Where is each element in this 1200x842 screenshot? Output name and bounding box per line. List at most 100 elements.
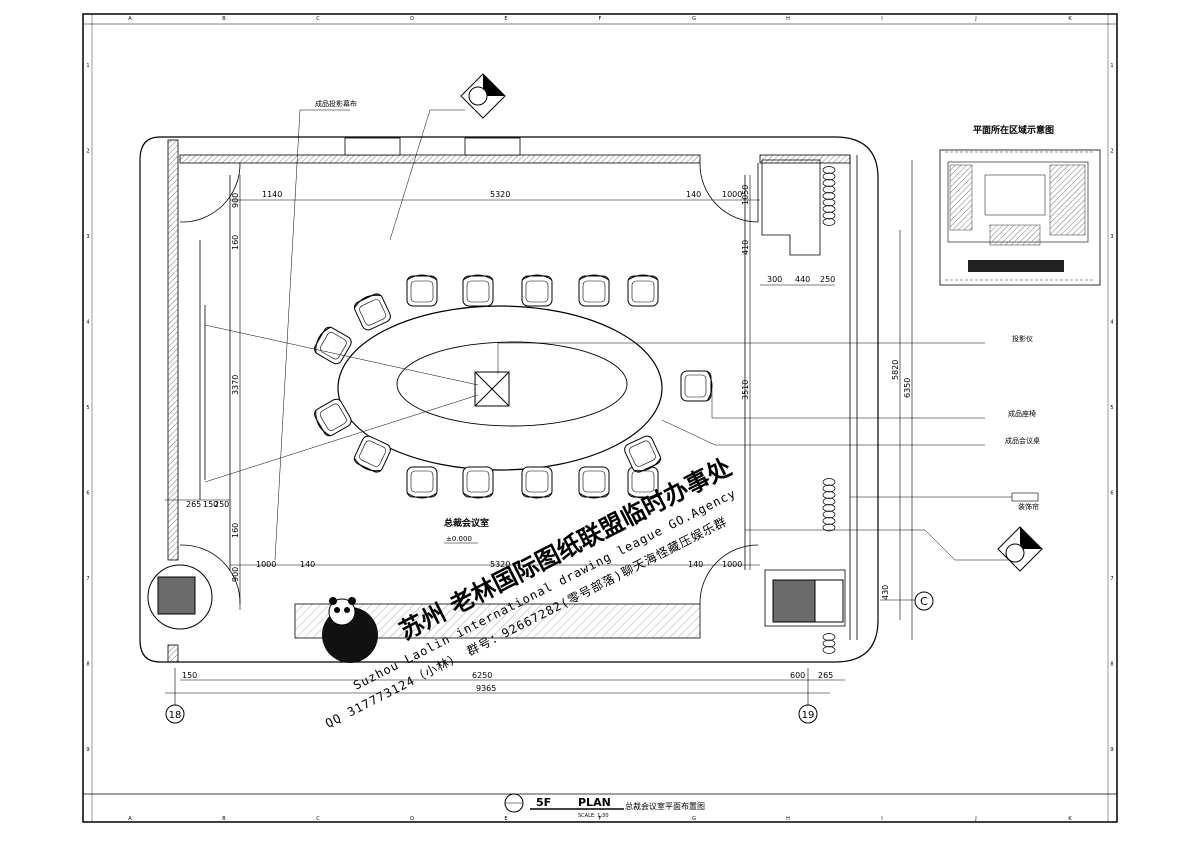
grid-number: 8 <box>86 662 89 668</box>
grid-number: 9 <box>86 747 89 753</box>
grid-letter: C <box>316 16 320 22</box>
chair <box>521 466 553 499</box>
dim-text: 140 <box>300 560 315 569</box>
curtain-coil <box>822 478 836 486</box>
dim-text: 150 <box>203 500 218 509</box>
dim-text: 250 <box>820 275 835 284</box>
dim-text: 140 <box>686 190 701 199</box>
grid-number: 3 <box>1110 234 1113 240</box>
watermark-logo <box>322 597 378 663</box>
dim-text: 440 <box>795 275 810 284</box>
grid-letter: J <box>974 816 976 822</box>
curtain-coil <box>822 179 836 187</box>
curtain-coil <box>822 211 836 220</box>
dim-text: 140 <box>688 560 703 569</box>
dim-text: 5820 <box>891 360 900 380</box>
projector <box>474 371 510 407</box>
grid-letter: I <box>881 816 882 822</box>
grid-letter: E <box>504 816 507 822</box>
chair <box>462 466 494 499</box>
curtain-coil <box>822 633 836 641</box>
dim-text: 250 <box>214 500 229 509</box>
curtain-coil <box>822 517 836 525</box>
dim-text: 600 <box>790 671 805 680</box>
structural-column <box>772 579 844 623</box>
grid-letter: D <box>410 16 414 22</box>
chairs-group <box>314 274 713 499</box>
grid-letter: J <box>974 16 976 22</box>
chair <box>680 370 713 402</box>
chair <box>462 274 494 307</box>
axis-label-18: 18 <box>169 710 182 721</box>
chair <box>314 326 352 365</box>
dim-text: 150 <box>182 671 197 680</box>
chair <box>627 466 659 499</box>
grid-number: 5 <box>1110 405 1113 411</box>
grid-number: 1 <box>86 63 89 69</box>
dim-text: 160 <box>231 235 240 250</box>
curtain-coil <box>822 185 836 194</box>
chair <box>627 274 659 307</box>
sheet-border <box>82 13 1118 823</box>
title-name: 总裁会议室平面布置图 <box>625 801 705 811</box>
chair <box>314 398 352 437</box>
grid-letter: H <box>786 16 790 22</box>
level-mark: ±0.000 <box>446 535 472 543</box>
grid-letter: A <box>128 816 132 822</box>
curtain-coil <box>822 166 836 174</box>
curtain-coil <box>822 639 836 648</box>
curtain-coil <box>822 172 836 181</box>
grid-letter: G <box>692 816 696 822</box>
dim-text: 430 <box>881 585 890 600</box>
grid-number: 1 <box>1110 63 1113 69</box>
dim-text: 1000 <box>722 560 742 569</box>
curtain-coil <box>822 198 836 207</box>
chair <box>353 435 391 473</box>
grid-letter: I <box>881 16 882 22</box>
grid-letter: B <box>222 816 226 822</box>
elevation-marker <box>997 526 1043 572</box>
inset-title: 平面所在区域示意图 <box>973 124 1054 136</box>
curtain-coil-bottom <box>822 478 836 654</box>
label-projector: 投影仪 <box>1012 334 1033 343</box>
dim-text: 265 <box>186 500 201 509</box>
grid-letter: B <box>222 16 226 22</box>
title-scale: SCALE: 1:30 <box>578 813 609 819</box>
dim-text: 5320 <box>490 190 510 199</box>
grid-number: 6 <box>86 491 89 497</box>
grid-letter: A <box>128 16 132 22</box>
dim-text: 265 <box>818 671 833 680</box>
dim-text: 300 <box>767 275 782 284</box>
grid-number: 2 <box>86 148 89 154</box>
grid-letter: K <box>1068 816 1072 822</box>
dim-text: 3510 <box>741 380 750 400</box>
curtain-coil <box>822 192 836 200</box>
grid-number: 5 <box>86 405 89 411</box>
grid-number: 9 <box>1110 747 1113 753</box>
structural-column <box>147 564 213 630</box>
dim-text: 900 <box>231 193 240 208</box>
dim-text: 1000 <box>256 560 276 569</box>
label-chair: 成品座椅 <box>1008 409 1036 418</box>
grid-number: 4 <box>1110 319 1113 325</box>
chair <box>406 466 438 499</box>
curtain-coil <box>822 504 836 512</box>
label-projection-screen: 成品投影幕布 <box>315 99 357 108</box>
axis-label-c: C <box>920 595 928 608</box>
label-table: 成品会议桌 <box>1005 436 1040 445</box>
grid-number: 4 <box>86 319 89 325</box>
axis-bubble-c: C <box>914 591 934 611</box>
grid-number: 7 <box>86 576 89 582</box>
chair <box>578 466 610 499</box>
grid-letter: C <box>316 816 320 822</box>
curtain-coil <box>822 205 836 213</box>
dim-text: 1050 <box>741 185 750 205</box>
grid-letter: H <box>786 816 790 822</box>
chair <box>521 274 553 307</box>
dim-text: 160 <box>231 523 240 538</box>
conference-table <box>337 305 663 471</box>
curtain-symbol <box>1011 492 1039 502</box>
curtain-coil <box>822 218 836 226</box>
curtain-coil <box>822 523 836 532</box>
